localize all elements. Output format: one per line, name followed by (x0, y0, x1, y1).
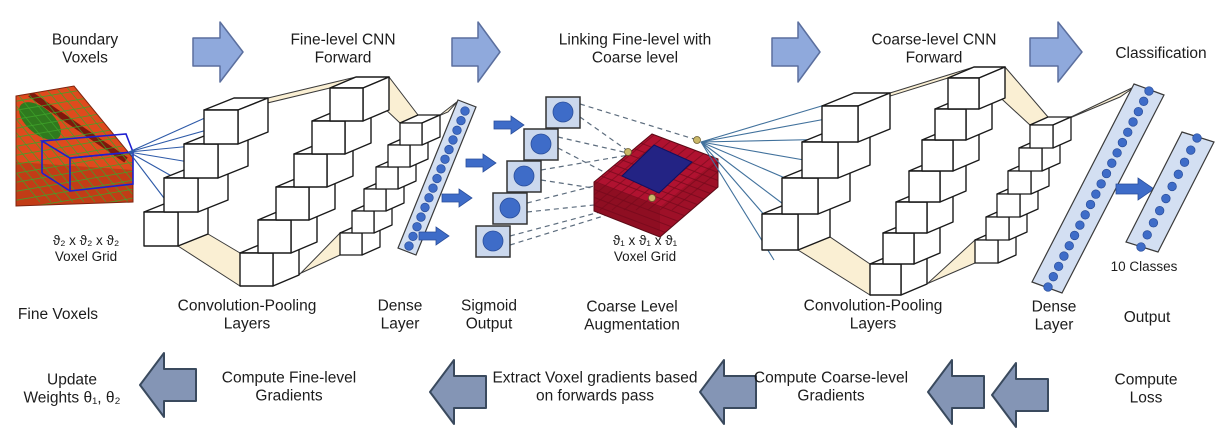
label-fine-grid-dims: ϑ₂ x ϑ₂ x ϑ₂ Voxel Grid (52, 233, 120, 264)
label-boundary-voxels: Boundary Voxels (51, 31, 119, 67)
label-dense-right: Dense Layer (1031, 298, 1077, 334)
label-linking: Linking Fine-level with Coarse level (558, 31, 712, 67)
coarse-dense-layer (1031, 83, 1165, 294)
coarse-cnn-layer-2 (869, 66, 1006, 296)
output-nodes (1136, 133, 1202, 252)
label-coarse-cnn-forward: Coarse-level CNN Forward (871, 31, 997, 67)
label-dense-left: Dense Layer (377, 297, 423, 333)
fine-dense-layer (397, 99, 477, 256)
label-ten-classes: 10 Classes (1110, 259, 1178, 275)
label-compute-fine-gradients: Compute Fine-level Gradients (221, 369, 357, 405)
sigmoid-cell-nodes (482, 101, 574, 252)
label-fine-voxels: Fine Voxels (17, 305, 99, 323)
fine-cnn-conv-pooling-layers (143, 76, 459, 287)
coarse-cnn-layer-1 (761, 92, 891, 251)
forward-arrow-2 (451, 21, 501, 83)
forward-flow-arrows (192, 21, 1083, 83)
label-extract-voxel-gradients: Extract Voxel gradients based on forward… (492, 369, 698, 405)
coarse-cnn-layer-3 (974, 116, 1072, 264)
label-fine-cnn-forward: Fine-level CNN Forward (290, 31, 396, 67)
coarse-voxel-grid-image (593, 133, 719, 238)
voxel-corner-markers (624, 136, 701, 202)
label-output: Output (1123, 308, 1171, 326)
sigmoid-output-cells (475, 96, 581, 258)
output-layer (1125, 131, 1215, 253)
backward-arrow-2 (429, 359, 487, 425)
backward-arrow-3 (699, 359, 757, 425)
label-compute-loss: Compute Loss (1114, 371, 1178, 407)
backward-arrow-5 (991, 362, 1049, 428)
forward-arrow-3 (771, 21, 821, 83)
fine-voxel-grid-image (15, 85, 135, 207)
forward-arrow-1 (192, 21, 244, 83)
fine-voxel-highlight-box (39, 133, 135, 192)
label-update-weights: Update Weights θ₁, θ₂ (23, 371, 121, 407)
label-classification: Classification (1115, 44, 1207, 62)
coarse-dense-nodes (1043, 86, 1154, 292)
label-conv-pool-left: Convolution-Pooling Layers (177, 297, 317, 333)
forward-arrow-4 (1029, 21, 1083, 83)
sigmoid-link-arrows (418, 115, 525, 246)
backward-arrow-1 (139, 352, 197, 418)
fine-cnn-layer-1 (143, 97, 269, 247)
fine-cnn-layer-3 (339, 114, 441, 256)
label-coarse-grid-dims: ϑ₁ x ϑ₁ x ϑ₁ Voxel Grid (612, 233, 678, 264)
label-sigmoid-output: Sigmoid Output (461, 297, 517, 333)
output-link-arrow (1115, 177, 1155, 201)
fine-cnn-layer-2 (239, 76, 390, 287)
label-conv-pool-right: Convolution-Pooling Layers (803, 297, 943, 333)
backward-arrow-4 (927, 359, 985, 425)
backward-flow-arrows (139, 352, 1049, 428)
fine-dense-nodes (404, 106, 470, 251)
label-coarse-augmentation: Coarse Level Augmentation (584, 298, 680, 334)
coarse-cnn-conv-pooling-layers (761, 66, 1137, 296)
label-compute-coarse-gradients: Compute Coarse-level Gradients (753, 369, 909, 405)
